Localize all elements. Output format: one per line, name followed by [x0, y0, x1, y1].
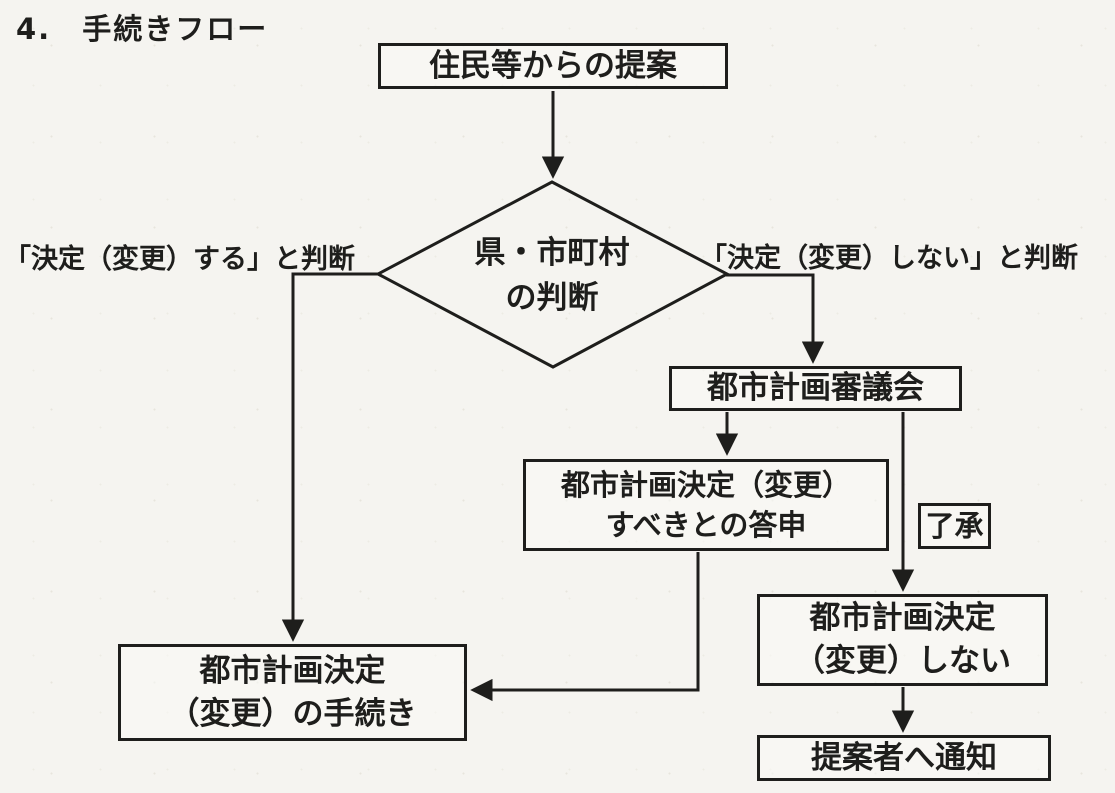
node-shinai-line2: （変更）しない [794, 643, 1011, 679]
node-toshin-line2: すべきとの答申 [605, 508, 807, 542]
page-title: 4. 手続きフロー [16, 12, 269, 46]
node-shingikai-label: 都市計画審議会 [707, 370, 924, 407]
node-decision-line1: 県・市町村 [474, 234, 630, 271]
arrow-decision-to-tetsuzuki [281, 272, 379, 642]
node-shinai-line1: 都市計画決定 [809, 600, 996, 637]
edge-label-not-decide: 「決定（変更）しない」と判断 [700, 243, 1078, 274]
node-toshin: 都市計画決定（変更） すべきとの答申 [523, 459, 889, 551]
node-shingikai: 都市計画審議会 [669, 366, 962, 411]
edge-label-decide: 「決定（変更）する」と判断 [4, 244, 355, 275]
node-tsuchi: 提案者へ通知 [757, 735, 1051, 781]
node-tetsuzuki-line1: 都市計画決定 [199, 652, 386, 689]
node-tetsuzuki-line2: （変更）の手続き [168, 695, 417, 732]
decision-diamond-shape [374, 180, 731, 369]
node-toshin-line1: 都市計画決定（変更） [560, 467, 851, 502]
node-shinai: 都市計画決定 （変更）しない [757, 594, 1048, 686]
node-proposal: 住民等からの提案 [378, 43, 728, 89]
edge-label-approval-box: 了承 [918, 503, 991, 549]
node-decision: 県・市町村 の判断 [432, 228, 672, 323]
node-tsuchi-label: 提案者へ通知 [811, 739, 997, 776]
arrow-toshin-to-tetsuzuki [470, 552, 700, 702]
edge-label-approval: 了承 [925, 509, 984, 543]
node-proposal-label: 住民等からの提案 [429, 47, 677, 84]
node-decision-line2: の判断 [505, 279, 599, 316]
node-tetsuzuki: 都市計画決定 （変更）の手続き [118, 644, 467, 741]
arrow-decision-to-shingikai [726, 273, 825, 364]
